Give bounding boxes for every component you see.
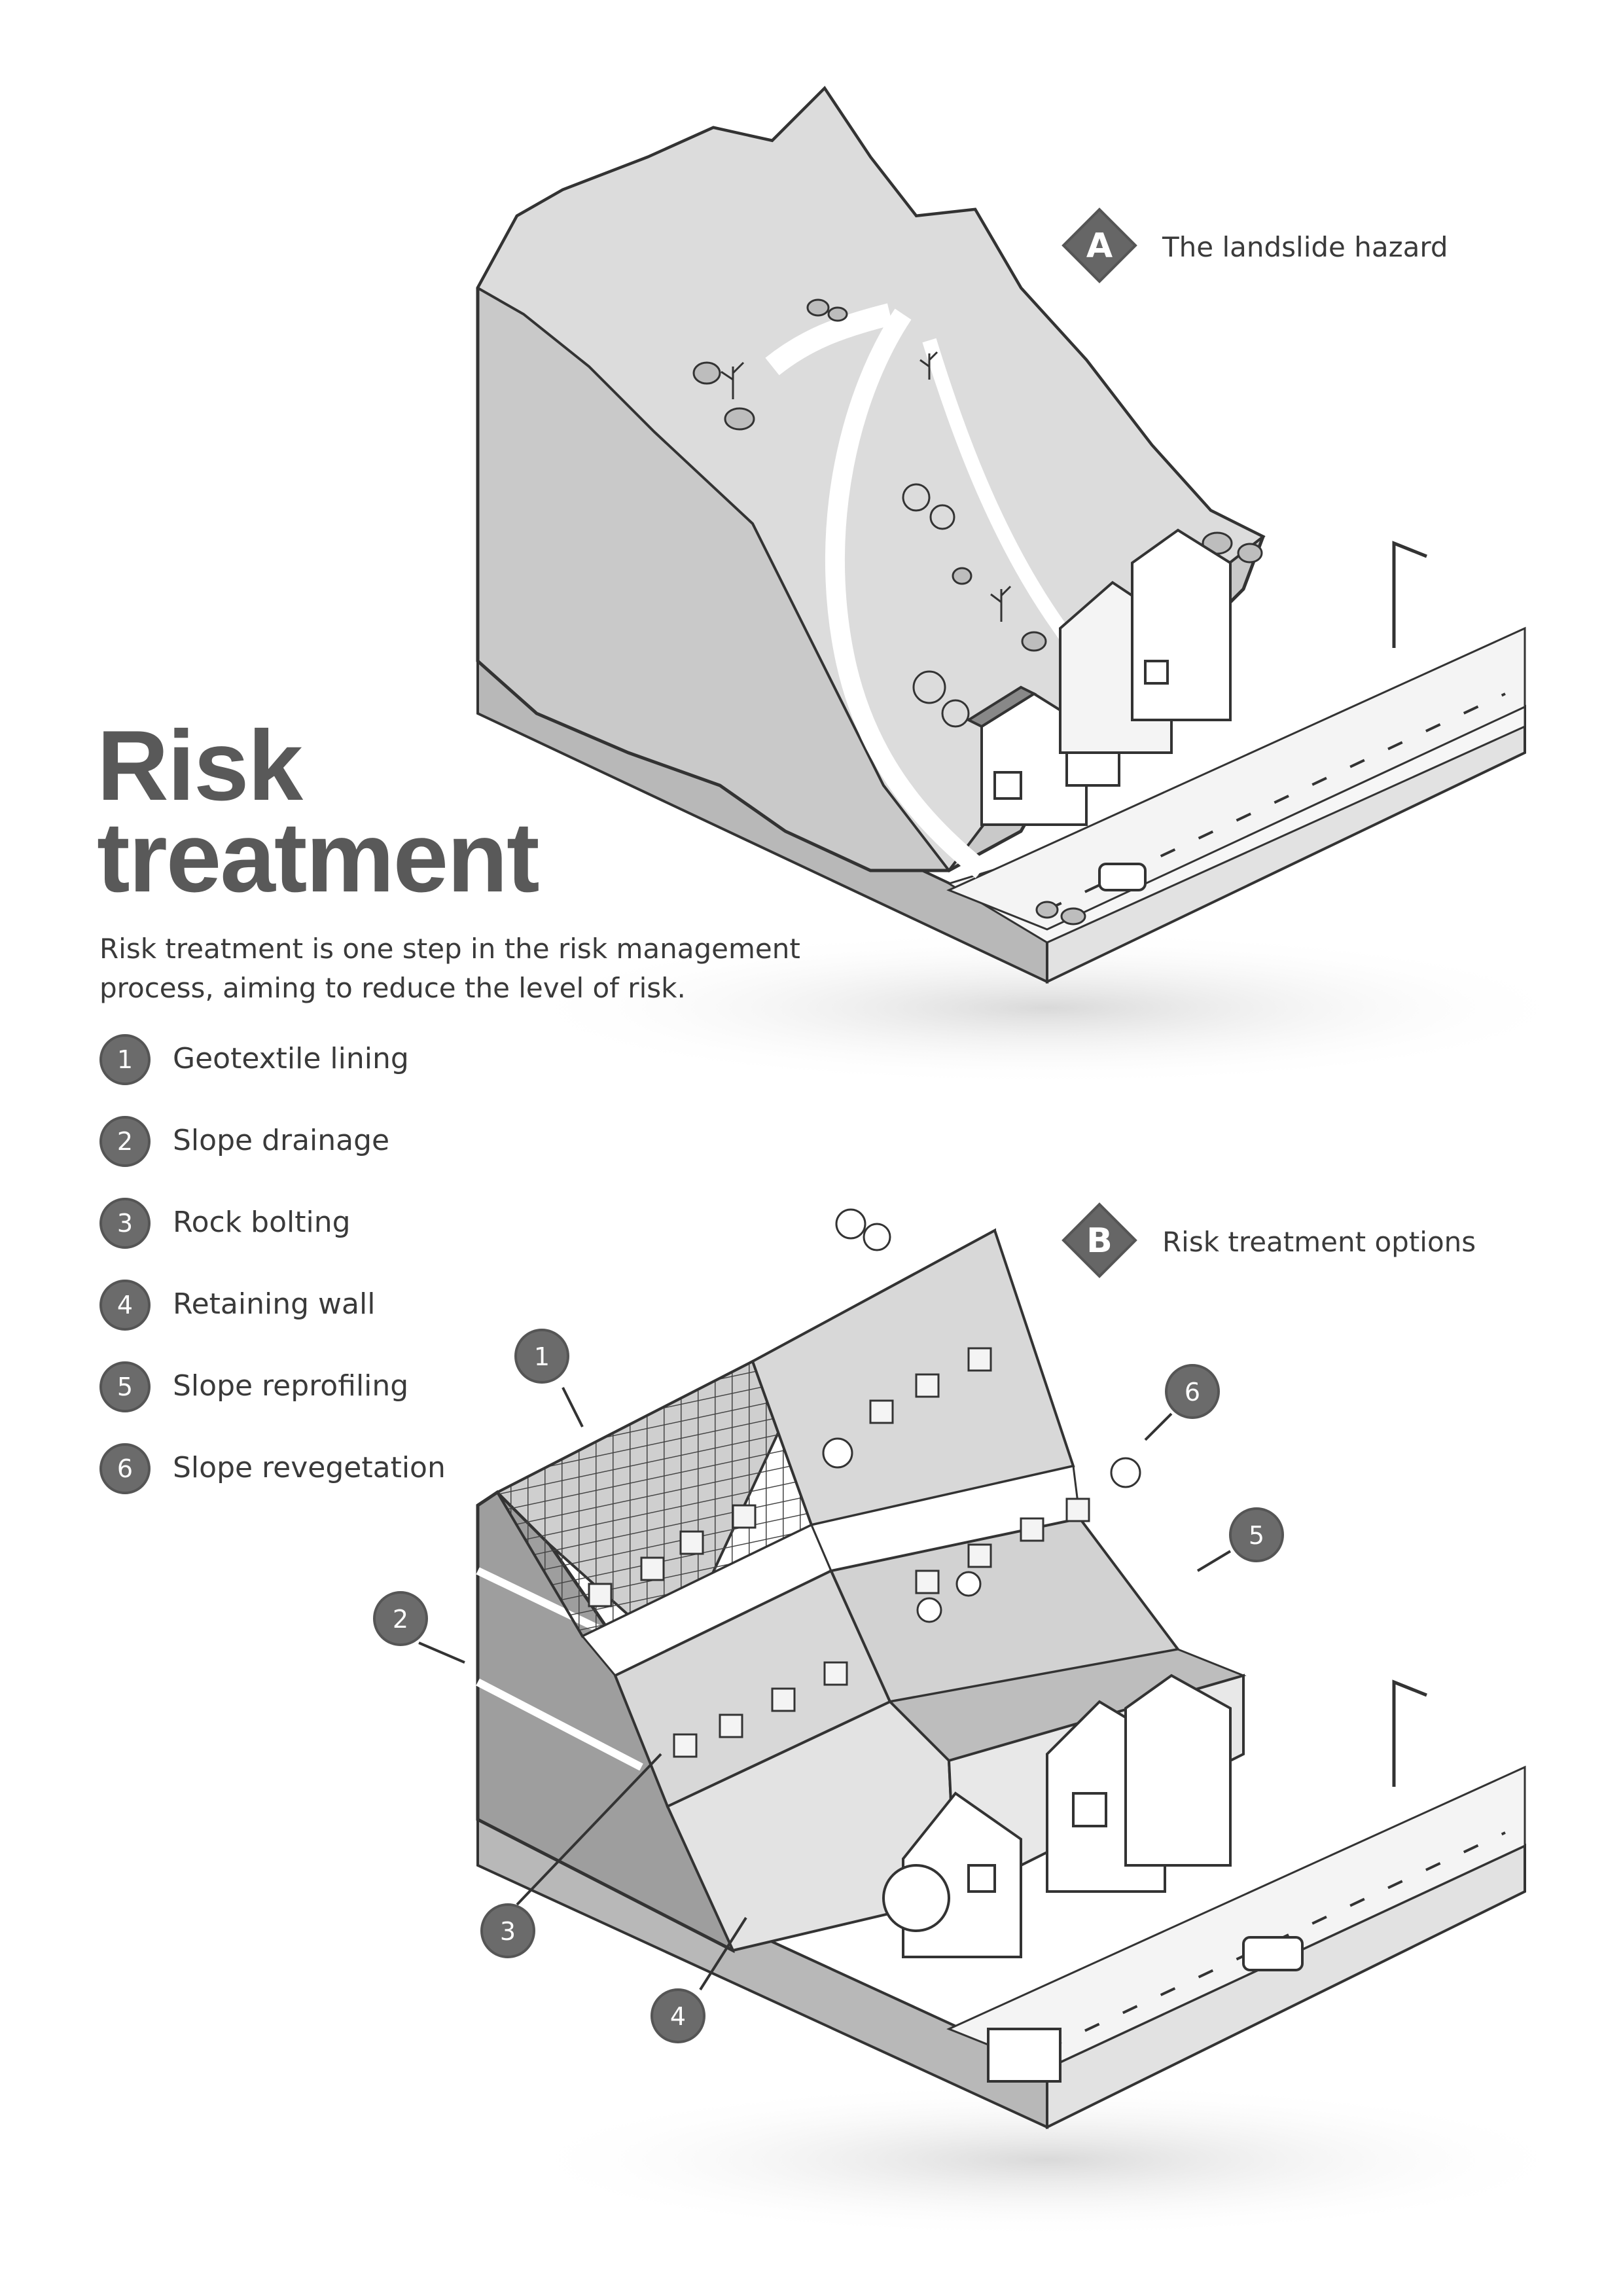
callout-3: 3	[480, 1753, 662, 1958]
legend-number: 2	[99, 1116, 151, 1167]
legend-number: 5	[99, 1361, 151, 1412]
badge-b-letter: B	[1086, 1221, 1113, 1261]
legend-number: 3	[99, 1198, 151, 1249]
legend-label: Slope drainage	[173, 1124, 390, 1157]
badge-b: B	[1061, 1202, 1137, 1278]
callout-5: 5	[1196, 1507, 1284, 1572]
title-line-1: Risk	[97, 710, 303, 821]
scene-a-label: The landslide hazard	[1162, 231, 1448, 263]
legend-label: Slope reprofiling	[173, 1369, 409, 1403]
legend-number: 6	[99, 1443, 151, 1494]
houses-scene-b	[882, 1674, 1304, 2083]
svg-text:3: 3	[500, 1917, 516, 1946]
legend-number: 1	[99, 1034, 151, 1085]
scene-b-treatment	[476, 1208, 1584, 2238]
scene-b-label: Risk treatment options	[1162, 1226, 1476, 1258]
callout-6: 6	[1144, 1364, 1220, 1441]
title-line-2: treatment	[97, 802, 540, 913]
intro-text: Risk treatment is one step in the risk m…	[99, 933, 800, 1004]
svg-text:2: 2	[393, 1605, 408, 1634]
houses-scene-a	[965, 528, 1232, 891]
callouts: 1 2 3 4 5 6	[373, 1329, 1284, 2043]
legend-label: Slope revegetation	[173, 1451, 446, 1484]
legend-number: 4	[99, 1280, 151, 1331]
svg-text:6: 6	[1185, 1378, 1200, 1407]
scene-a-landslide	[476, 86, 1584, 1086]
callout-1: 1	[514, 1329, 584, 1427]
legend-label: Rock bolting	[173, 1206, 351, 1239]
legend-label: Geotextile lining	[173, 1042, 409, 1075]
svg-text:5: 5	[1249, 1521, 1264, 1550]
page-title: Risk treatment	[97, 710, 540, 913]
legend-label: Retaining wall	[173, 1287, 376, 1321]
svg-text:1: 1	[534, 1342, 550, 1371]
badge-a: A	[1061, 207, 1137, 283]
callout-2: 2	[373, 1591, 465, 1664]
callout-4: 4	[651, 1916, 747, 2043]
svg-text:4: 4	[670, 2002, 686, 2031]
badge-a-letter: A	[1086, 226, 1113, 266]
